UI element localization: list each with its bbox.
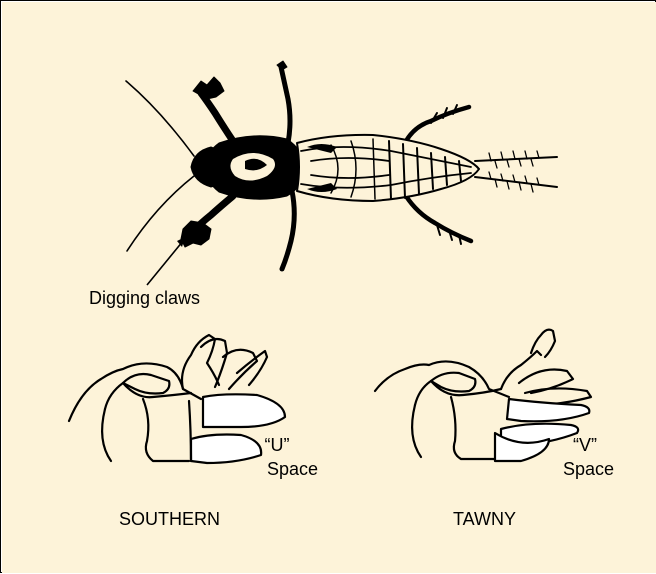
- southern-species-label: SOUTHERN: [119, 509, 220, 529]
- southern-u-label: “U”: [257, 435, 297, 455]
- tawny-species-label: TAWNY: [453, 509, 516, 529]
- tawny-v-label: “V”: [565, 435, 605, 455]
- southern-space-label: Space: [267, 459, 318, 479]
- digging-claws-label: Digging claws: [89, 288, 200, 308]
- tawny-space-label: Space: [563, 459, 614, 479]
